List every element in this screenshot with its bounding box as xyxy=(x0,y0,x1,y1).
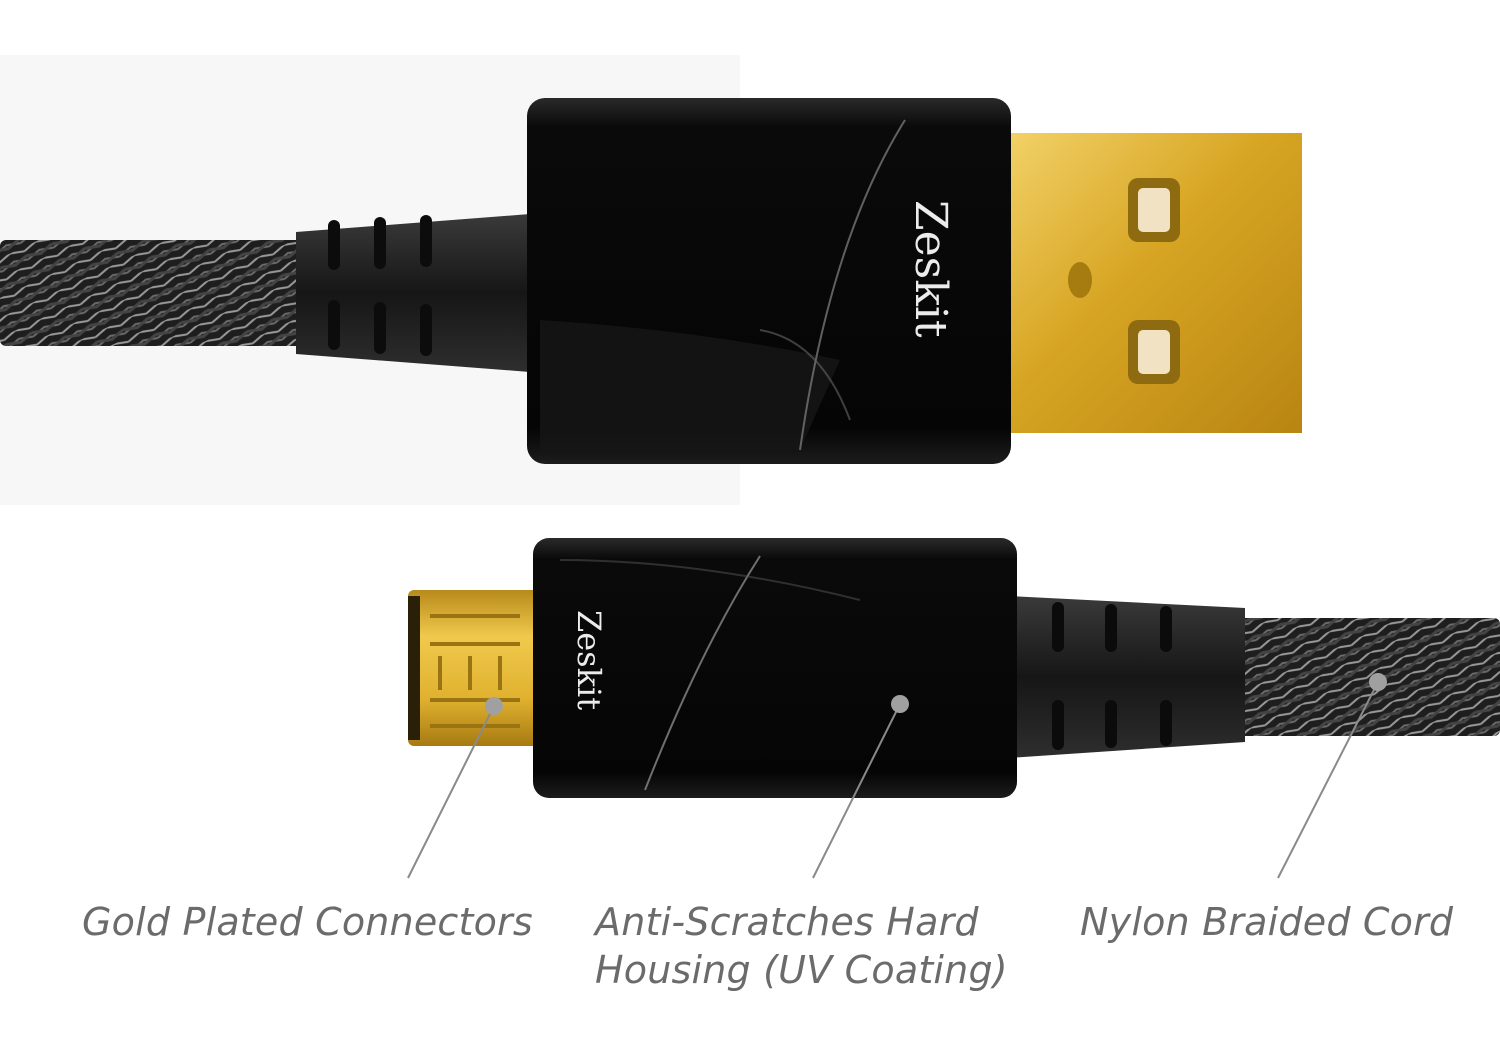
braided-cable-bottom xyxy=(1230,618,1500,736)
caption-housing-line1: Anti-Scratches Hard xyxy=(595,900,979,944)
callout-dot-gold xyxy=(485,697,503,715)
micro-usb-plug-gold xyxy=(408,590,548,746)
micro-usb-housing xyxy=(533,538,1017,798)
micro-usb-brand-logo: Zeskit xyxy=(570,610,608,710)
usb-a-brand-logo: Zeskit xyxy=(905,200,956,338)
caption-nylon-text: Nylon Braided Cord xyxy=(1080,900,1454,944)
callout-line-gold xyxy=(407,705,495,879)
usb-a-dimple xyxy=(1068,262,1092,298)
caption-nylon-braided-cord: Nylon Braided Cord xyxy=(1080,898,1453,946)
braided-cable-top xyxy=(0,240,310,346)
callout-gold xyxy=(407,697,503,879)
caption-gold-text: Gold Plated Connectors xyxy=(82,900,533,944)
micro-usb-connector: Zeskit xyxy=(408,538,1500,798)
caption-housing-line2: Housing (UV Coating) xyxy=(595,948,1008,992)
strain-relief-top xyxy=(296,214,530,372)
callout-line-housing xyxy=(812,703,901,879)
strain-relief-bottom xyxy=(1008,596,1245,758)
caption-gold-plated-connectors: Gold Plated Connectors xyxy=(82,898,533,946)
callout-nylon xyxy=(1277,673,1387,879)
callout-dot-nylon xyxy=(1369,673,1387,691)
caption-anti-scratch-housing: Anti-Scratches Hard Housing (UV Coating) xyxy=(595,898,1008,994)
callout-line-nylon xyxy=(1277,681,1379,879)
usb-a-connector: Zeskit xyxy=(0,98,1302,464)
callout-housing xyxy=(812,695,909,879)
callout-dot-housing xyxy=(891,695,909,713)
